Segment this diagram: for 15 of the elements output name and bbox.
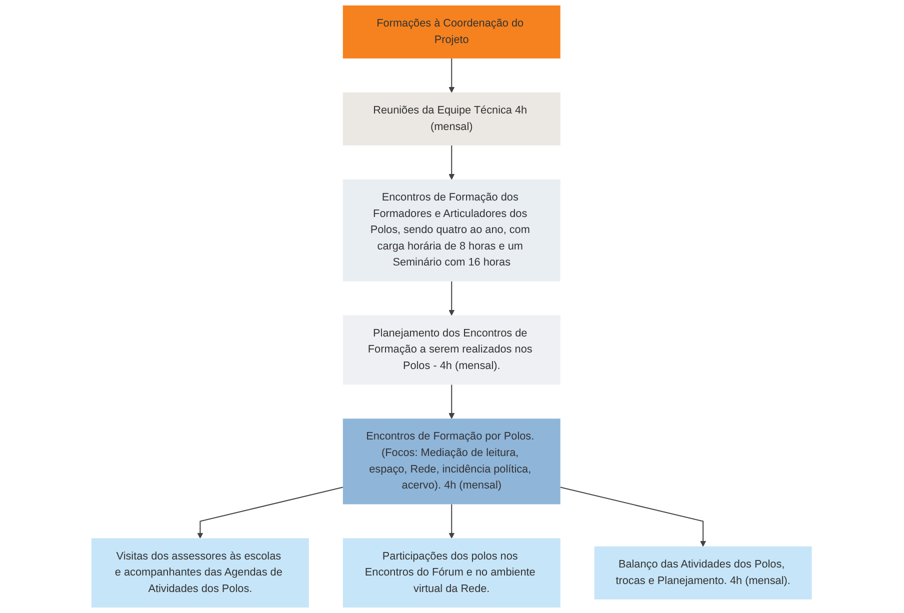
node-box: Reuniões da Equipe Técnica 4h (mensal) [343, 92, 561, 146]
node-box: Encontros de Formação dos Formadores e Articuladores dos Polos, sendo quatro ao ano, com carga horária de 8 horas e um Seminário com 16 horas [343, 179, 561, 282]
arrow [449, 58, 455, 93]
arrow [449, 145, 455, 180]
node-box: Visitas dos assessores às escolas e acompanhantes das Agendas de Atividades dos Polos. [92, 538, 310, 608]
node-box: Participações dos polos nos Encontros do Fórum e no ambiente virtual da Rede. [343, 538, 561, 608]
arrow [449, 384, 455, 419]
arrow [449, 504, 455, 538]
node-box: Formações à Coordenação do Projeto [343, 5, 561, 58]
node-box: Encontros de Formação por Polos. (Focos: Mediação de leitura, espaço, Rede, incidência política, acervo). 4h (mensal) [343, 418, 561, 504]
arrow [560, 486, 706, 547]
node-box: Planejamento dos Encontros de Formação a serem realizados nos Polos - 4h (mensal). [343, 315, 561, 385]
arrow [198, 486, 344, 538]
arrow [449, 281, 455, 316]
node-box: Balanço das Atividades dos Polos, trocas e Planejamento. 4h (mensal). [594, 546, 812, 600]
